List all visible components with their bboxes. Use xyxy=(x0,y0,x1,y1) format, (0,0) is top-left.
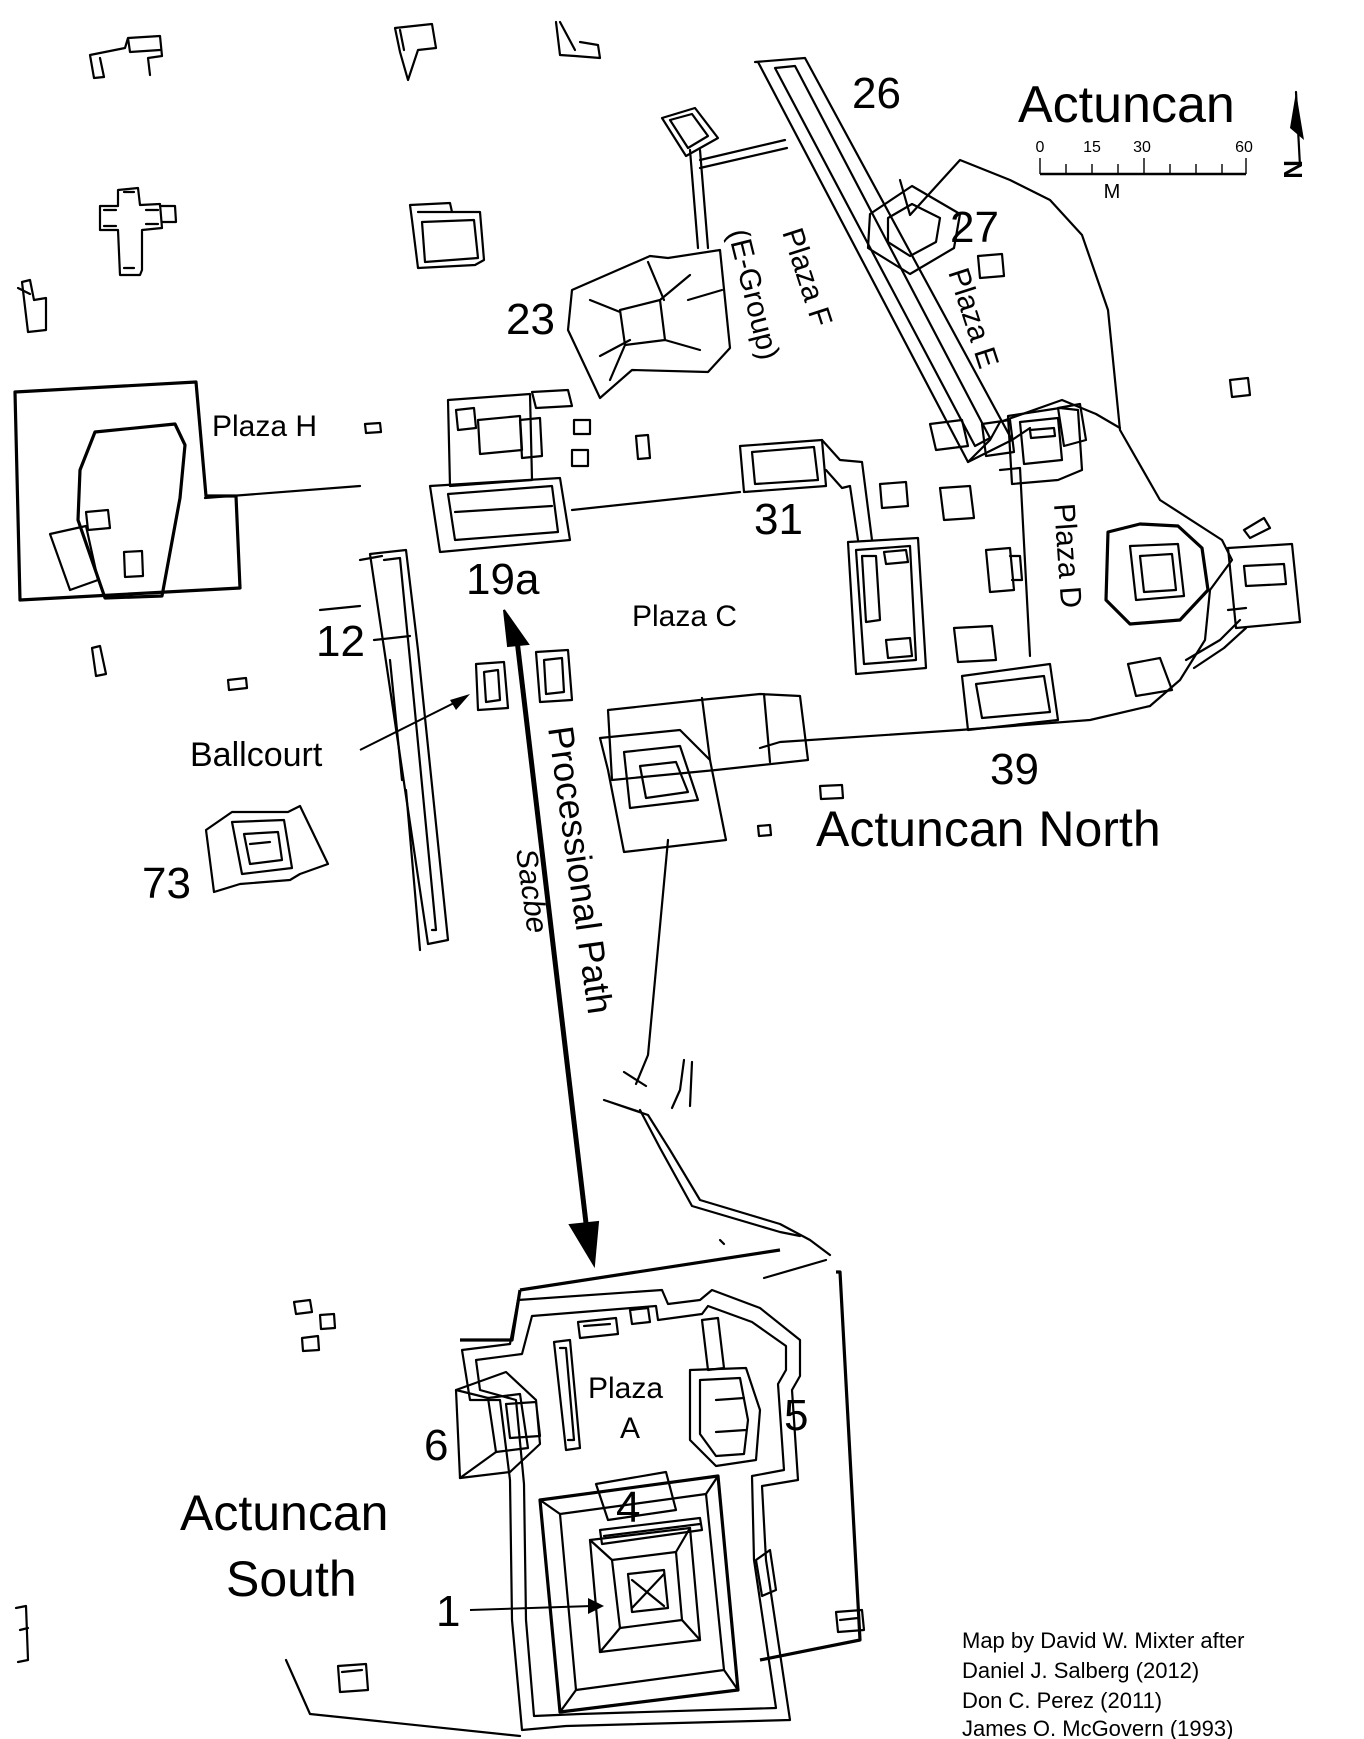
label-structure-39: 39 xyxy=(990,745,1039,794)
outlying-structures xyxy=(14,20,1272,1694)
north-arrow-icon: N xyxy=(1278,90,1308,179)
causeway-lines xyxy=(602,838,832,1280)
label-structure-12: 12 xyxy=(316,617,365,666)
label-plaza-a-line1: Plaza xyxy=(588,1372,663,1405)
processional-path-arrow xyxy=(503,609,600,1269)
scale-tick-15: 15 xyxy=(1083,139,1101,156)
credit-line-1: Map by David W. Mixter after xyxy=(962,1628,1244,1653)
pointer-arrows xyxy=(359,694,604,1614)
label-plaza-h: Plaza H xyxy=(212,410,317,443)
label-structure-26: 26 xyxy=(852,69,901,118)
label-structure-5: 5 xyxy=(784,1391,808,1440)
label-processional-path: Processional Path xyxy=(540,723,621,1016)
label-plaza-f: Plaza F xyxy=(775,224,838,331)
scale-tick-0: 0 xyxy=(1036,139,1045,156)
credit-line-4: James O. McGovern (1993) xyxy=(962,1716,1233,1739)
plaza-c-south xyxy=(204,548,810,952)
label-plaza-c: Plaza C xyxy=(632,600,737,633)
label-plaza-e: Plaza E xyxy=(941,264,1004,373)
label-actuncan-north: Actuncan North xyxy=(816,801,1161,857)
north-label: N xyxy=(1278,160,1308,179)
label-structure-73: 73 xyxy=(142,859,191,908)
scale-tick-30: 30 xyxy=(1133,139,1151,156)
label-structure-4: 4 xyxy=(616,1483,640,1532)
plaza-f-egroup xyxy=(566,106,789,400)
north-acropolis xyxy=(738,158,1302,750)
label-actuncan-south-line1: Actuncan xyxy=(180,1485,388,1541)
actuncan-south-complex xyxy=(284,1238,862,1738)
scale-tick-60: 60 xyxy=(1235,139,1253,156)
structure-19-complex xyxy=(428,388,742,554)
label-structure-6: 6 xyxy=(424,1421,448,1470)
credit-line-3: Don C. Perez (2011) xyxy=(962,1688,1162,1713)
label-structure-27: 27 xyxy=(950,203,999,252)
label-sacbe: Sacbe xyxy=(509,846,554,935)
map-labels: Actuncan 26 27 23 31 19a 12 39 73 5 6 4 … xyxy=(142,69,1244,1739)
label-structure-1: 1 xyxy=(436,1587,460,1636)
credit-line-2: Daniel J. Salberg (2012) xyxy=(962,1658,1199,1683)
label-structure-31: 31 xyxy=(754,495,803,544)
label-actuncan-south-line2: South xyxy=(226,1551,357,1607)
label-plaza-f-egroup: (E-Group) xyxy=(721,226,785,363)
label-structure-23: 23 xyxy=(506,295,555,344)
scale-unit: M xyxy=(1104,181,1121,203)
plaza-h-enclosure xyxy=(13,380,383,602)
label-ballcourt: Ballcourt xyxy=(190,736,323,774)
scale-bar: 0 15 30 60 M xyxy=(1036,139,1253,203)
label-plaza-a-line2: A xyxy=(620,1412,640,1445)
label-structure-19a: 19a xyxy=(466,555,540,604)
label-plaza-d: Plaza D xyxy=(1047,502,1087,609)
map-title: Actuncan xyxy=(1018,76,1235,134)
